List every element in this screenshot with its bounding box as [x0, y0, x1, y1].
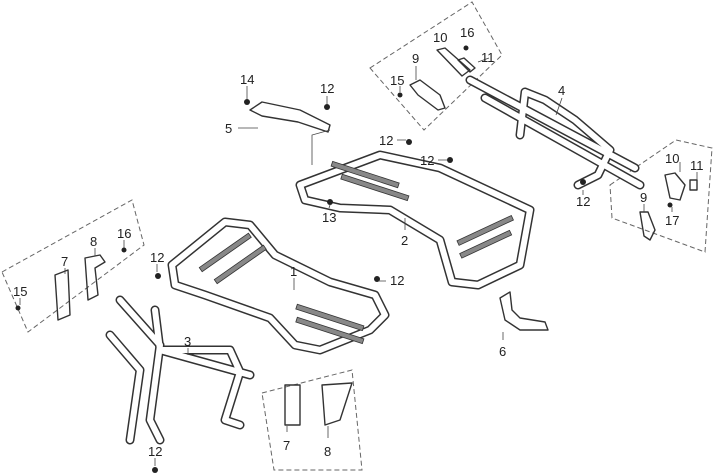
- bracket-7-left: [54, 269, 71, 321]
- callout-15: 15: [13, 284, 27, 299]
- callout-10: 10: [433, 30, 447, 45]
- callout-12: 12: [150, 250, 164, 265]
- bracket-9-rear: [409, 79, 446, 111]
- callout-8: 8: [324, 444, 331, 459]
- callout-1: 1: [290, 264, 297, 279]
- callout-16: 16: [117, 226, 131, 241]
- grab-handle-6: [499, 291, 549, 331]
- callout-5: 5: [225, 121, 232, 136]
- plate-11-rear: [457, 57, 476, 73]
- group-box-rear-left-brackets: [369, 1, 503, 131]
- callout-2: 2: [401, 233, 408, 248]
- callout-11: 11: [481, 50, 495, 65]
- callout-12: 12: [379, 133, 393, 148]
- callout-14: 14: [240, 72, 254, 87]
- callout-7: 7: [283, 438, 290, 453]
- grab-handle-5: [249, 101, 331, 133]
- rear-bumper: [465, 75, 645, 190]
- leader-lines: [19, 57, 698, 466]
- plate-11-right: [689, 179, 698, 191]
- callout-9: 9: [640, 190, 647, 205]
- bracket-10-right: [664, 172, 686, 201]
- bracket-10-rear: [436, 47, 471, 77]
- group-box-rear-right-brackets: [609, 139, 713, 253]
- callout-6: 6: [499, 344, 506, 359]
- group-box-front-left-brackets: [1, 199, 145, 333]
- callout-12: 12: [390, 273, 404, 288]
- callout-10: 10: [665, 151, 679, 166]
- callout-3: 3: [184, 334, 191, 349]
- callout-4: 4: [558, 83, 565, 98]
- callout-12: 12: [148, 444, 162, 459]
- callout-12: 12: [320, 81, 334, 96]
- callout-12: 12: [420, 153, 434, 168]
- callout-8: 8: [90, 234, 97, 249]
- bolts: [15, 45, 673, 473]
- rear-rack: [295, 150, 535, 290]
- bracket-8-front: [321, 382, 353, 426]
- callout-11: 11: [690, 158, 704, 173]
- callout-17: 17: [665, 213, 679, 228]
- callout-16: 16: [460, 25, 474, 40]
- bracket-8-left: [84, 254, 106, 301]
- callout-9: 9: [412, 51, 419, 66]
- bracket-7-front: [284, 384, 301, 426]
- front-rack: [167, 217, 390, 355]
- group-box-front-brackets: [261, 369, 363, 471]
- callout-13: 13: [322, 210, 336, 225]
- callout-7: 7: [61, 254, 68, 269]
- front-bumper: [105, 295, 255, 445]
- bracket-9-right: [639, 211, 656, 241]
- callout-15: 15: [390, 73, 404, 88]
- callout-12: 12: [576, 194, 590, 209]
